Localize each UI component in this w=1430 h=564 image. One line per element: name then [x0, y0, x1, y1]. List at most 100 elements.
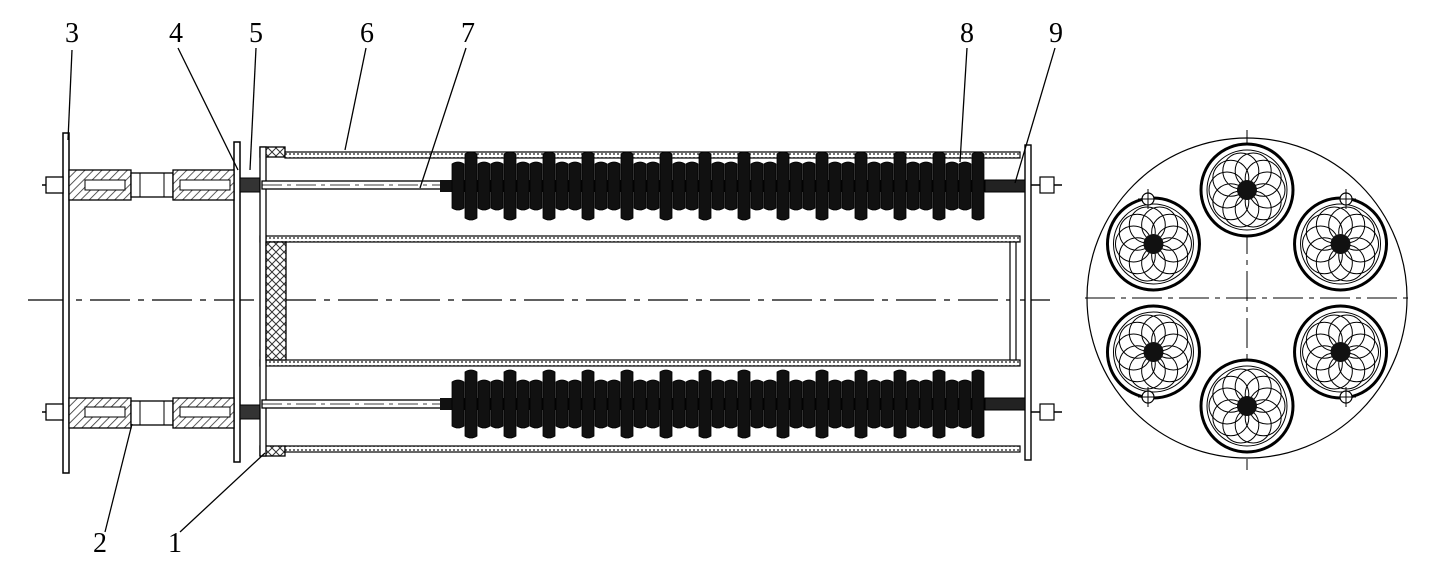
- upper-coil-disk: [776, 151, 790, 221]
- lower-coil-disk: [737, 369, 751, 439]
- lower-rod: [261, 399, 443, 409]
- lower-coil-disk: [477, 379, 491, 429]
- bolt-hole-mark: [1335, 386, 1356, 407]
- bolt-hole-mark: [1335, 189, 1356, 210]
- part-label-7: 7: [461, 18, 475, 49]
- upper-coil-disk: [594, 161, 608, 211]
- lower-coil-disk: [932, 369, 946, 439]
- lower-coil-disk: [581, 369, 595, 439]
- lower-coil-disk: [880, 379, 894, 429]
- lower-coil-disk: [958, 379, 972, 429]
- lower-coil-disk: [828, 379, 842, 429]
- upper-coil-disk: [490, 161, 504, 211]
- upper-coil-disk: [737, 151, 751, 221]
- upper-coil-disk: [659, 151, 673, 221]
- upper-coil-disk: [568, 161, 582, 211]
- lower-coil-disk: [542, 369, 556, 439]
- flange-plate: [62, 132, 70, 474]
- second-plate: [233, 141, 241, 463]
- lower-coil-disk: [516, 379, 530, 429]
- upper-coil-disk: [607, 161, 621, 211]
- lower-coil-disk: [555, 379, 569, 429]
- end-view: [1085, 130, 1410, 470]
- part-label-4: 4: [169, 18, 183, 49]
- upper-coil-disk: [555, 161, 569, 211]
- upper-coil-disk: [867, 161, 881, 211]
- lower-coil-disk: [815, 369, 829, 439]
- upper-coil-disk: [581, 151, 595, 221]
- upper-coil-disk: [906, 161, 920, 211]
- upper-coil-disk: [503, 151, 517, 221]
- upper-terminal: [984, 179, 1026, 193]
- lower-coil-disk: [945, 379, 959, 429]
- lower-coil-disk: [464, 369, 478, 439]
- lower-coil-disk: [893, 369, 907, 439]
- upper-coil-disk: [516, 161, 530, 211]
- upper-coil-disk: [542, 151, 556, 221]
- bolt-hole-mark: [1138, 189, 1159, 210]
- lower-coil-disk: [867, 379, 881, 429]
- part-label-2: 2: [93, 528, 107, 559]
- lower-coil-disk: [724, 379, 738, 429]
- lower-coil: [440, 369, 985, 439]
- upper-coil-disk: [841, 161, 855, 211]
- lower-coil-disk: [451, 379, 465, 429]
- upper-coil-disk: [919, 161, 933, 211]
- end-view-ring: [1105, 304, 1201, 400]
- upper-coil-disk: [828, 161, 842, 211]
- upper-shaft-assembly: [42, 169, 261, 201]
- upper-coil-disk: [672, 161, 686, 211]
- leader-lines: [67, 47, 1056, 533]
- lower-coil-disk: [802, 379, 816, 429]
- housing: [259, 144, 1062, 461]
- lower-coil-disk: [633, 379, 647, 429]
- end-view-ring: [1293, 196, 1389, 292]
- upper-coil-disk: [685, 161, 699, 211]
- lower-coil-disk: [659, 369, 673, 439]
- lower-coil-disk: [646, 379, 660, 429]
- lower-terminal: [984, 397, 1026, 411]
- upper-coil-disk: [958, 161, 972, 211]
- lower-shaft-assembly: [42, 397, 261, 429]
- upper-coil-disk: [750, 161, 764, 211]
- lower-coil-disk: [971, 369, 985, 439]
- lower-coil-disk: [750, 379, 764, 429]
- upper-coil-disk: [815, 151, 829, 221]
- upper-coil-disk: [789, 161, 803, 211]
- end-view-ring: [1293, 304, 1389, 400]
- end-view-ring: [1199, 142, 1295, 238]
- lower-coil-disk: [854, 369, 868, 439]
- upper-coil-disk: [633, 161, 647, 211]
- lower-coil-disk: [698, 369, 712, 439]
- end-view-ring: [1105, 196, 1201, 292]
- lower-coil-disk: [529, 379, 543, 429]
- upper-coil-disk: [880, 161, 894, 211]
- lower-coil-disk: [503, 369, 517, 439]
- upper-coil-disk: [529, 161, 543, 211]
- upper-coil-disk: [724, 161, 738, 211]
- upper-coil: [440, 151, 985, 221]
- lower-coil-disk: [594, 379, 608, 429]
- upper-coil-disk: [802, 161, 816, 211]
- lower-coil-disk: [763, 379, 777, 429]
- lower-coil-disk: [906, 379, 920, 429]
- upper-coil-disk: [451, 161, 465, 211]
- lower-coil-disk: [568, 379, 582, 429]
- upper-coil-disk: [698, 151, 712, 221]
- lower-coil-disk: [672, 379, 686, 429]
- lower-coil-disk: [620, 369, 634, 439]
- upper-coil-disk: [711, 161, 725, 211]
- lower-coil-disk: [919, 379, 933, 429]
- lower-coil-disk: [841, 379, 855, 429]
- part-label-6: 6: [360, 18, 374, 49]
- upper-coil-disk: [932, 151, 946, 221]
- part-label-1: 1: [168, 528, 182, 559]
- upper-coil-disk: [945, 161, 959, 211]
- part-label-8: 8: [960, 18, 974, 49]
- part-label-5: 5: [249, 18, 263, 49]
- lower-coil-disk: [789, 379, 803, 429]
- lower-coil-disk: [490, 379, 504, 429]
- upper-coil-disk: [620, 151, 634, 221]
- upper-coil-disk: [464, 151, 478, 221]
